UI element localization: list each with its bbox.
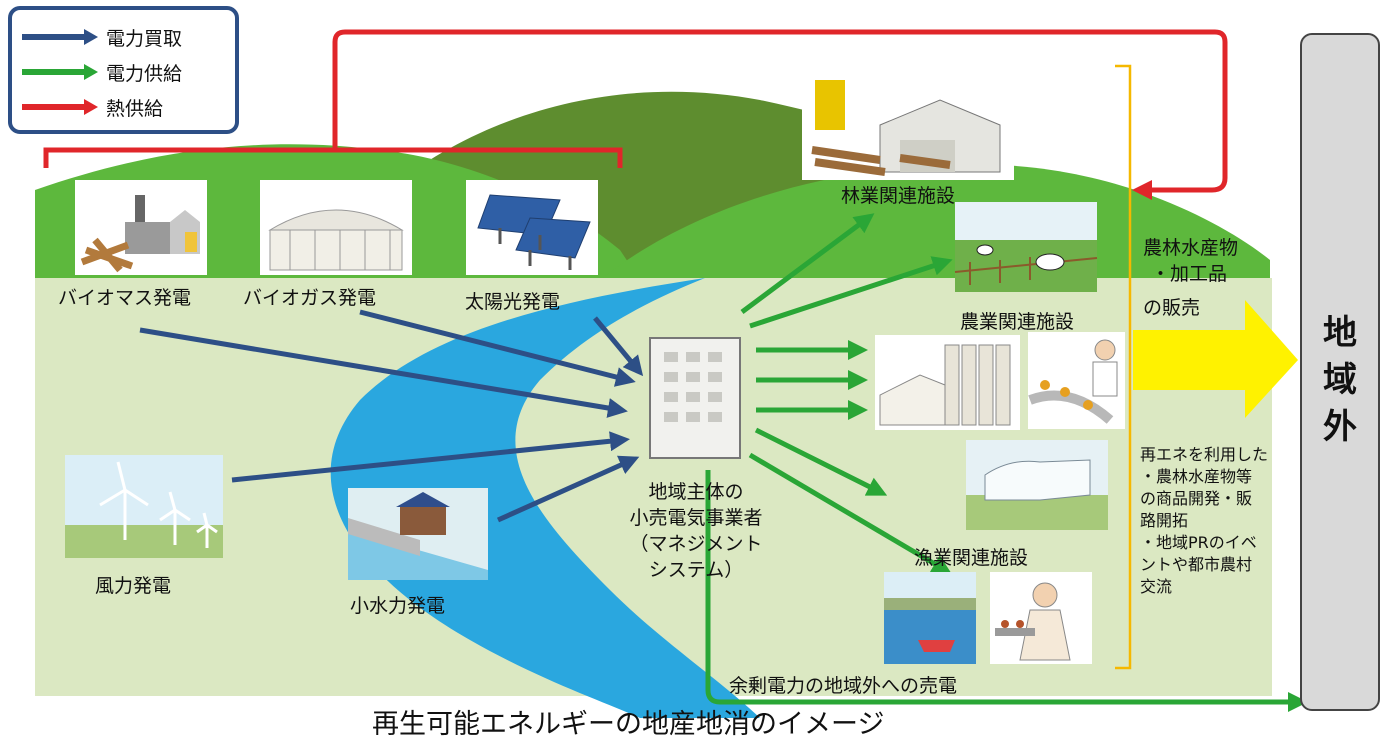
- red-arrow-icon: [22, 99, 98, 115]
- forestry-illustration: [802, 72, 1014, 180]
- label-forestry: 林業関連施設: [841, 185, 956, 207]
- label-solar: 太陽光発電: [465, 291, 561, 313]
- outside-char-2: 域: [1323, 360, 1357, 400]
- label-biogas: バイオガス発電: [243, 287, 377, 309]
- legend-item-purchase: 電力買取: [20, 22, 182, 52]
- outside-char-3: 外: [1323, 407, 1357, 447]
- legend-item-supply: 電力供給: [20, 57, 182, 87]
- purchase-arrows: [139, 309, 644, 523]
- retailer-label-4: システム）: [648, 559, 744, 581]
- supply-arrows: [705, 213, 1308, 712]
- legend: 電力買取 電力供給 熱供給: [8, 6, 239, 134]
- caption: 再生可能エネルギーの地産地消のイメージ: [372, 709, 885, 740]
- processing-illustration: [1028, 332, 1125, 429]
- retailer-label-3: （マネジメント: [629, 533, 763, 555]
- legend-label: 電力買取: [106, 27, 183, 50]
- outside-region: 地 域 外: [1300, 33, 1380, 711]
- retailer-building: [649, 337, 741, 459]
- wind-illustration: [65, 455, 223, 558]
- legend-item-heat: 熱供給: [20, 92, 163, 122]
- solar-illustration: [466, 180, 598, 275]
- greenhouse-illustration: [966, 440, 1108, 530]
- sales-arrow: [1133, 300, 1298, 418]
- biomass-illustration: [75, 180, 207, 275]
- products-line-2: ・加工品: [1151, 263, 1228, 285]
- blue-arrow-icon: [22, 29, 98, 45]
- label-biomass: バイオマス発電: [58, 287, 192, 309]
- surplus-label: 余剰電力の地域外への売電: [729, 675, 958, 697]
- legend-label: 電力供給: [106, 62, 183, 85]
- heat-line: [43, 29, 1228, 190]
- legend-label: 熱供給: [106, 97, 164, 120]
- harbor-illustration: [884, 572, 976, 664]
- biogas-illustration: [260, 180, 412, 275]
- label-wind: 風力発電: [95, 575, 172, 597]
- hydro-illustration: [348, 488, 488, 580]
- products-line-3: の販売: [1143, 297, 1201, 319]
- fish-processing-illustration: [990, 572, 1092, 664]
- initiatives-text: 再エネを利用した ・農林水産物等 の商品開発・販 路開拓 ・地域PRのイベ ント…: [1140, 445, 1269, 596]
- retailer-label-1: 地域主体の: [648, 481, 744, 503]
- label-hydro: 小水力発電: [350, 595, 446, 617]
- green-arrow-icon: [22, 64, 98, 80]
- silo-illustration: [875, 335, 1020, 430]
- retailer-label-2: 小売電気事業者: [629, 507, 763, 529]
- hill-right: [600, 164, 1270, 280]
- river: [330, 278, 760, 718]
- label-fishery: 漁業関連施設: [914, 547, 1029, 569]
- products-line-1: 農林水産物: [1143, 237, 1239, 259]
- label-agriculture: 農業関連施設: [960, 311, 1075, 333]
- outside-char-1: 地: [1323, 313, 1357, 353]
- pasture-illustration: [954, 202, 1098, 292]
- results-bracket: [1115, 64, 1132, 670]
